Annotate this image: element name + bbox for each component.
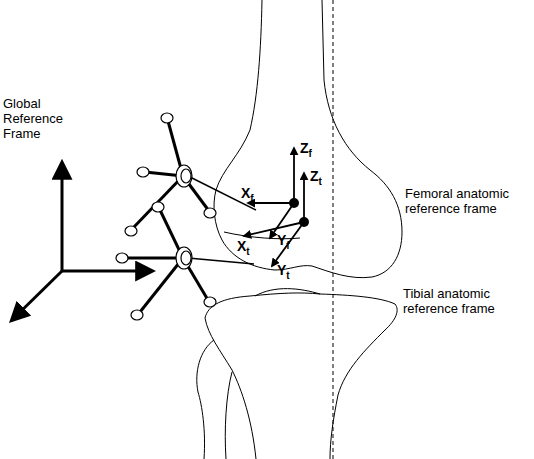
axis-label: Xf: [240, 185, 255, 207]
frame-label: Femoral anatomic reference frame: [405, 186, 515, 216]
marker-cluster: [116, 202, 254, 320]
frame-label: Global Reference Frame: [3, 96, 83, 141]
frame-origin: [289, 198, 299, 208]
bone-outline: [197, 0, 402, 459]
frame-origin: [299, 217, 309, 227]
axis-label: Yt: [276, 262, 291, 284]
axis-label: Yf: [276, 232, 291, 254]
axis-label: Zt: [309, 168, 323, 190]
anatomic-axes: [244, 148, 304, 266]
axis-label: Xt: [236, 238, 251, 260]
marker-cluster: [125, 113, 256, 236]
axis-label: Zf: [299, 140, 313, 162]
mechanical-axis: [333, 0, 334, 459]
global-axes: [12, 163, 152, 320]
frame-label: Tibial anatomic reference frame: [403, 286, 513, 316]
